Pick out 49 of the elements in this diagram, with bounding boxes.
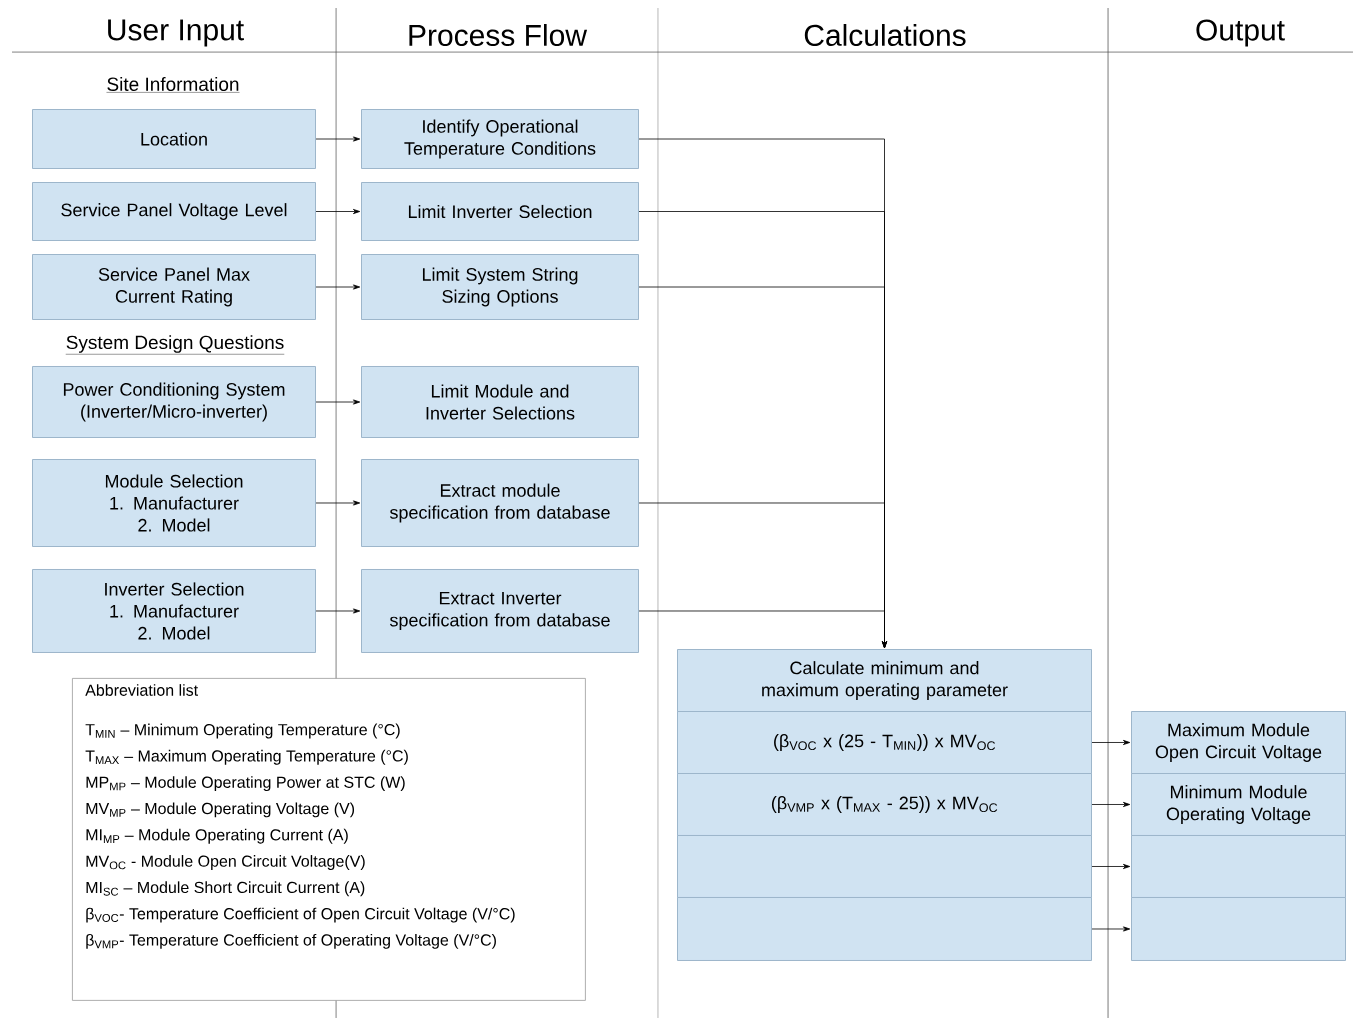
process-box: Extract module specification from database (361, 459, 639, 547)
abbreviation-entry: T$_{MAX}$ – Maximum Operating Temperature (°C) (85, 749, 408, 765)
abbreviation-entry: MV$_{MP}$ – Module Operating Voltage (V) (86, 802, 355, 818)
process-box: Limit Module and Inverter Selections (361, 366, 639, 438)
process-box: Maximum Module Open Circuit Voltage (1131, 711, 1346, 774)
arrow (1091, 863, 1131, 869)
process-box: Inverter Selection 1. Manufacturer 2. Model (32, 569, 316, 653)
abbreviation-box (72, 678, 586, 1001)
arrow (315, 136, 361, 142)
formula-cell: (β$_{VMP}$ x (T$_{MAX}$ - 25)) x MV$_{OC}$ (677, 773, 1092, 836)
formula-cell: (β$_{VOC}$ x (25 - T$_{MIN}$)) x MV$_{OC}$ (677, 711, 1092, 774)
process-box: Limit System String Sizing Options (361, 254, 639, 320)
lane-header: Output (1196, 19, 1285, 47)
arrow (638, 610, 888, 649)
empty-box (1131, 897, 1346, 961)
abbreviation-entry: T$_{MIN}$ – Minimum Operating Temperature (°C) (85, 723, 400, 739)
process-box: Identify Operational Temperature Conditions (361, 109, 639, 169)
abbreviation-entry: MI$_{SC}$ – Module Short Circuit Current (A) (86, 881, 365, 897)
abbreviation-entry: β$_{VMP}$- Temperature Coefficient of Operating Voltage (V/°C) (86, 933, 496, 949)
process-box: Module Selection 1. Manufacturer 2. Model (32, 459, 316, 547)
lane-header: Calculations (804, 24, 966, 46)
process-box: Location (32, 109, 316, 169)
process-box: Power Conditioning System (Inverter/Micro-inverter) (32, 366, 316, 438)
arrow (315, 399, 361, 405)
abbreviation-entry: MP$_{MP}$ – Module Operating Power at STC (W) (86, 776, 405, 792)
arrow (315, 500, 361, 506)
empty-box (1131, 835, 1346, 898)
process-box: Service Panel Max Current Rating (32, 254, 316, 320)
empty-box (677, 835, 1092, 898)
empty-box (677, 897, 1092, 961)
section-heading: System Design Questions (65, 335, 285, 355)
process-box: Extract Inverter specification from database (361, 569, 639, 653)
arrow (1091, 801, 1131, 807)
process-box: Calculate minimum and maximum operating parameter (677, 649, 1092, 712)
arrow (315, 209, 361, 215)
abbreviation-entry: β$_{VOC}$- Temperature Coefficient of Open Circuit Voltage (V/°C) (86, 907, 515, 923)
arrow (315, 284, 361, 290)
arrow (1091, 926, 1131, 932)
arrow (315, 608, 361, 614)
lane-header: User Input (108, 19, 244, 47)
list-heading: Abbreviation list (85, 684, 198, 696)
lane-header: Process Flow (409, 24, 588, 46)
abbreviation-entry: MI$_{MP}$ – Module Operating Current (A) (86, 828, 348, 844)
section-heading: Site Information (106, 77, 240, 93)
process-box: Minimum Module Operating Voltage (1131, 773, 1346, 836)
arrow (1091, 739, 1131, 745)
process-box: Service Panel Voltage Level (32, 182, 316, 241)
abbreviation-entry: MV$_{OC}$ - Module Open Circuit Voltage(V) (86, 855, 365, 870)
process-box: Limit Inverter Selection (361, 182, 639, 241)
